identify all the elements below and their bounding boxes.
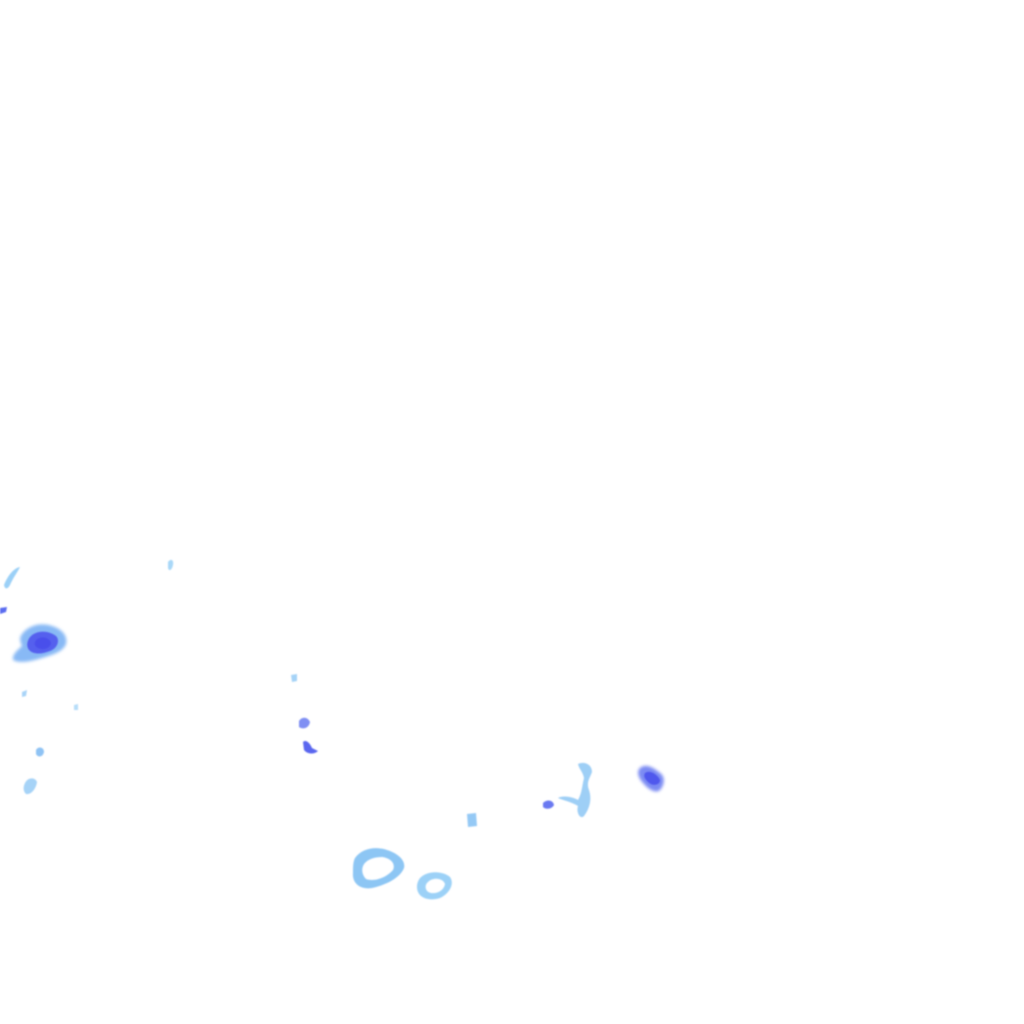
precip-echo-moderate xyxy=(0,607,7,614)
precip-echo-light xyxy=(291,674,297,682)
precip-echo-light xyxy=(558,762,592,818)
precip-echo-light xyxy=(23,778,37,795)
precip-echo-light xyxy=(74,704,78,710)
precip-echo-heavy xyxy=(303,740,318,754)
precip-echo-moderate xyxy=(543,800,554,809)
precip-echo-heavy xyxy=(34,637,51,650)
precip-echo-light xyxy=(36,747,44,757)
precip-echo-moderate xyxy=(299,717,310,729)
precip-echo-light xyxy=(352,848,405,889)
precip-echo-light xyxy=(467,813,477,827)
precip-echo-light xyxy=(22,690,27,697)
precip-echo-light xyxy=(416,872,452,900)
precip-echo-light xyxy=(4,567,20,589)
precip-echo-heavy xyxy=(644,771,660,785)
precip-echo-light xyxy=(168,559,174,571)
